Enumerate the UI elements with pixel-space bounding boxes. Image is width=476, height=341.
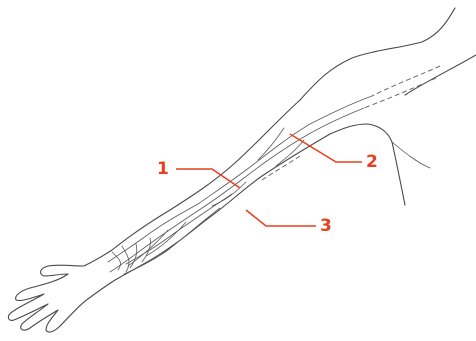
forearm-vein-1 (108, 204, 198, 262)
axillary-vein-dashed-2 (364, 78, 436, 108)
basilic-vein-upper (196, 108, 364, 212)
callout-1-label: 1 (157, 161, 169, 178)
cephalic-vein-upper (198, 96, 372, 204)
torso-inner-line (392, 142, 430, 168)
callout-2-leader (290, 134, 362, 162)
shoulder-outline (300, 8, 455, 100)
upper-arm-top-edge (170, 100, 300, 210)
callout-2-label: 2 (366, 154, 378, 171)
callout-3-label: 3 (320, 218, 332, 235)
hand-outline (8, 265, 112, 332)
deep-vein-dashed (262, 156, 300, 180)
callout-3-leader (246, 210, 316, 226)
shoulder-right-edge (405, 55, 476, 95)
